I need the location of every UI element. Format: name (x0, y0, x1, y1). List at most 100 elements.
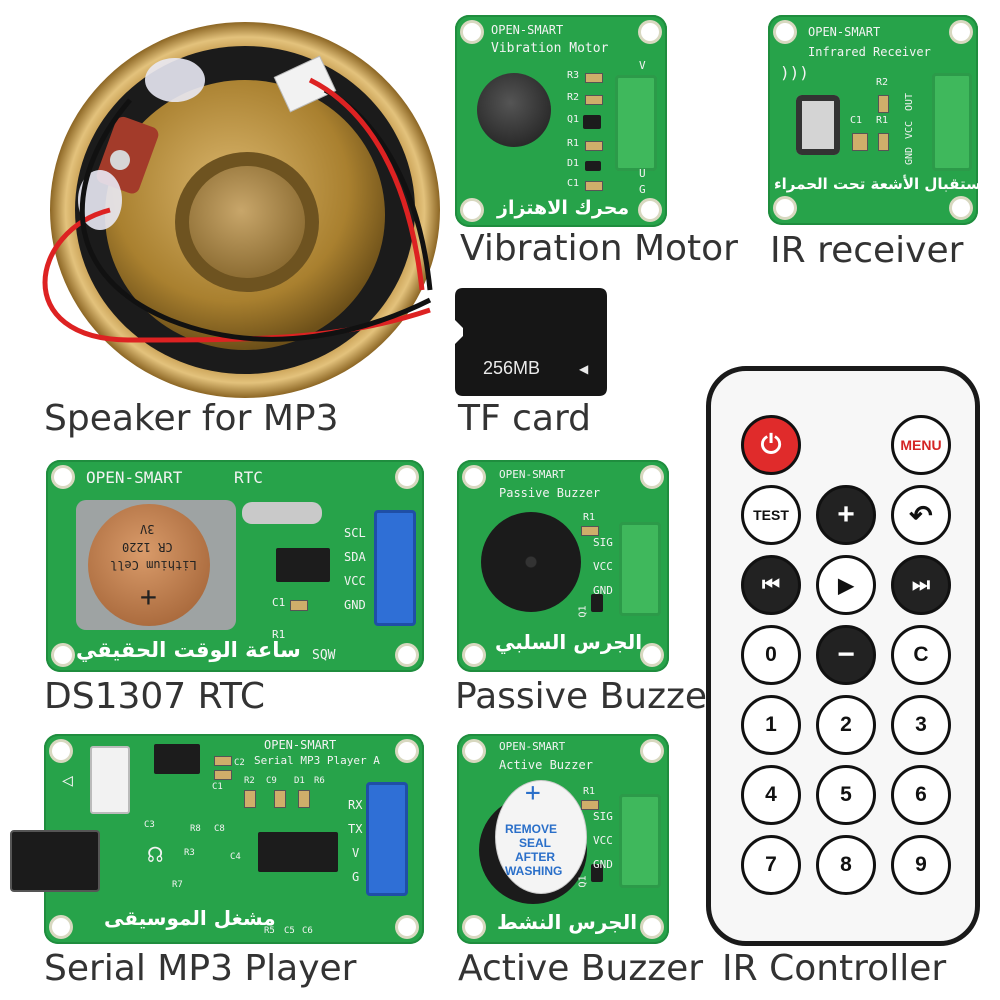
mount-hole (465, 918, 483, 936)
rewind-button[interactable]: ⏮ (741, 555, 801, 615)
pin-label: V (639, 59, 646, 72)
rtc-chip (276, 548, 330, 582)
pin-header-connector (366, 782, 408, 896)
digit-1-button[interactable]: 1 (741, 695, 801, 755)
vibration-motor-disc (477, 73, 551, 147)
sticker-text: SEAL (519, 836, 552, 850)
pin-label: GND (593, 584, 613, 597)
smd-part (214, 756, 232, 766)
ir-remote: ⏻ MENU TEST + ↶ ⏮ ▶ ⏭ 0 − C 1 2 3 4 5 6 … (706, 366, 980, 946)
digit-2-button[interactable]: 2 (816, 695, 876, 755)
digit-label: 8 (840, 853, 852, 876)
clear-label: C (913, 643, 929, 666)
board-brand: OPEN-SMART (86, 468, 183, 487)
mount-hole (398, 918, 416, 936)
volume-up-button[interactable]: + (816, 485, 876, 545)
mount-hole (54, 468, 72, 486)
part-label: C1 (272, 596, 286, 609)
caption-passive-buzzer: Passive Buzzer (455, 676, 722, 717)
part-label: R2 (244, 776, 255, 786)
digit-label: 1 (765, 713, 777, 736)
battery-voltage: 3V (140, 522, 155, 536)
board-brand: OPEN-SMART (808, 25, 881, 39)
digit-4-button[interactable]: 4 (741, 765, 801, 825)
mount-hole (398, 646, 416, 664)
smd-part (298, 790, 310, 808)
pin-header-connector (615, 75, 657, 171)
digit-5-button[interactable]: 5 (816, 765, 876, 825)
mount-hole (776, 23, 794, 41)
caption-ir-controller: IR Controller (722, 948, 947, 989)
passive-buzzer-board: OPEN-SMART Passive Buzzer R1 Q1 SIG VCC … (457, 460, 669, 672)
board-brand: OPEN-SMART (491, 23, 564, 37)
clear-button[interactable]: C (891, 625, 951, 685)
part-label: R8 (190, 824, 201, 834)
board-title: RTC (234, 468, 263, 487)
mount-hole (643, 646, 661, 664)
power-icon: ⏻ (760, 429, 782, 459)
sticker-text: REMOVE (505, 822, 558, 836)
pin-header-connector (932, 73, 972, 171)
back-button[interactable]: ↶ (891, 485, 951, 545)
ir-sensor (796, 95, 840, 155)
tf-card: 256MB ◀ (455, 288, 607, 396)
smd-part (214, 770, 232, 780)
part-label: R1 (583, 786, 596, 797)
digit-label: 3 (915, 713, 927, 736)
part-label: C5 (284, 926, 295, 936)
sticker-text: AFTER (515, 850, 555, 864)
test-label: TEST (753, 507, 789, 523)
smd-part (581, 800, 599, 810)
digit-3-button[interactable]: 3 (891, 695, 951, 755)
test-button[interactable]: TEST (741, 485, 801, 545)
digit-6-button[interactable]: 6 (891, 765, 951, 825)
smd-part (585, 181, 603, 191)
menu-button[interactable]: MENU (891, 415, 951, 475)
battery-plus-icon: + (140, 580, 157, 613)
digit-label: 0 (765, 643, 777, 666)
mount-hole (952, 199, 970, 217)
digit-label: 2 (840, 713, 852, 736)
pin-label: RX (348, 798, 363, 812)
board-title: Serial MP3 Player A (254, 754, 380, 767)
caption-mp3-player: Serial MP3 Player (44, 948, 357, 989)
mount-hole (776, 199, 794, 217)
digit-label: 7 (765, 853, 777, 876)
smd-part (585, 73, 603, 83)
mount-hole (398, 742, 416, 760)
digit-label: 9 (915, 853, 927, 876)
mount-hole (465, 646, 483, 664)
pin-label: V (352, 846, 360, 860)
volume-down-button[interactable]: − (816, 625, 876, 685)
rewind-icon: ⏮ (762, 573, 780, 596)
caption-ir-receiver: IR receiver (770, 230, 964, 271)
transistor (591, 864, 603, 882)
digit-9-button[interactable]: 9 (891, 835, 951, 895)
sticker-text: WASHING (505, 864, 563, 878)
part-label: C1 (567, 178, 580, 189)
digit-7-button[interactable]: 7 (741, 835, 801, 895)
digit-0-button[interactable]: 0 (741, 625, 801, 685)
digit-8-button[interactable]: 8 (816, 835, 876, 895)
part-label: D1 (294, 776, 305, 786)
play-button[interactable]: ▶ (816, 555, 876, 615)
pin-label: OUT (904, 92, 915, 111)
part-label: R3 (184, 848, 195, 858)
part-label: R7 (172, 880, 183, 890)
mount-hole (54, 646, 72, 664)
pin-label: VCC (593, 560, 613, 573)
mount-hole (641, 201, 659, 219)
part-label: Q1 (577, 605, 589, 618)
power-button[interactable]: ⏻ (741, 415, 801, 475)
part-label: C4 (230, 852, 241, 862)
pin-label: SDA (344, 550, 366, 564)
forward-button[interactable]: ⏭ (891, 555, 951, 615)
pin-label: VCC (344, 574, 366, 588)
part-label: R1 (272, 628, 286, 641)
decoder-chip (258, 832, 338, 872)
ir-receiver-board: OPEN-SMART Infrared Receiver ))) R2 C1 R… (768, 15, 986, 225)
part-label: C3 (144, 820, 155, 830)
diode (585, 161, 601, 171)
pin-label: G (639, 183, 646, 196)
smd-part (878, 133, 889, 151)
